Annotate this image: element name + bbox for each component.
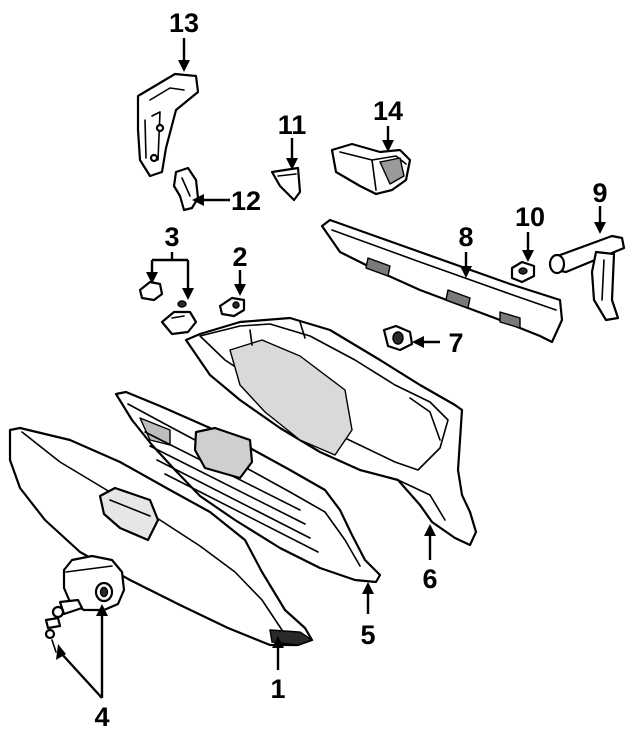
callout-14: 14 [373, 96, 403, 126]
lamp-switch-part [330, 142, 412, 196]
glove-box-door-part [8, 426, 314, 647]
keys-part [44, 598, 84, 653]
glove-box-liner-part [114, 390, 382, 584]
damper-strut-part [548, 234, 626, 322]
callout-6: 6 [422, 564, 437, 594]
callout-12: 12 [231, 186, 261, 216]
callout-1: 1 [270, 674, 285, 704]
hinge-bracket-part [136, 72, 200, 178]
retainer-part-10 [510, 260, 536, 284]
bumper-part-7 [382, 324, 414, 352]
bracket-part-11 [270, 166, 302, 202]
callout-5: 5 [360, 620, 375, 650]
callout-9: 9 [592, 178, 607, 208]
lock-cylinder-part [62, 554, 126, 612]
callout-8: 8 [458, 222, 473, 252]
callout-4: 4 [94, 702, 109, 730]
callout-13: 13 [169, 8, 199, 38]
glove-box-bin-part [184, 316, 478, 547]
leader-lines [56, 38, 606, 699]
callout-10: 10 [515, 202, 545, 232]
callout-7: 7 [448, 328, 463, 358]
callout-11: 11 [278, 110, 307, 140]
clip-part-12 [172, 166, 200, 212]
clip-part-3-lower [160, 300, 198, 336]
clip-part-3-upper [138, 280, 164, 302]
callout-2: 2 [232, 242, 247, 272]
clip-part-2 [218, 296, 246, 318]
reinforcement-bar-part [320, 218, 564, 344]
callout-3: 3 [164, 222, 179, 252]
callout-labels: 13 12 11 14 3 2 8 10 9 7 6 5 1 4 [94, 8, 607, 730]
